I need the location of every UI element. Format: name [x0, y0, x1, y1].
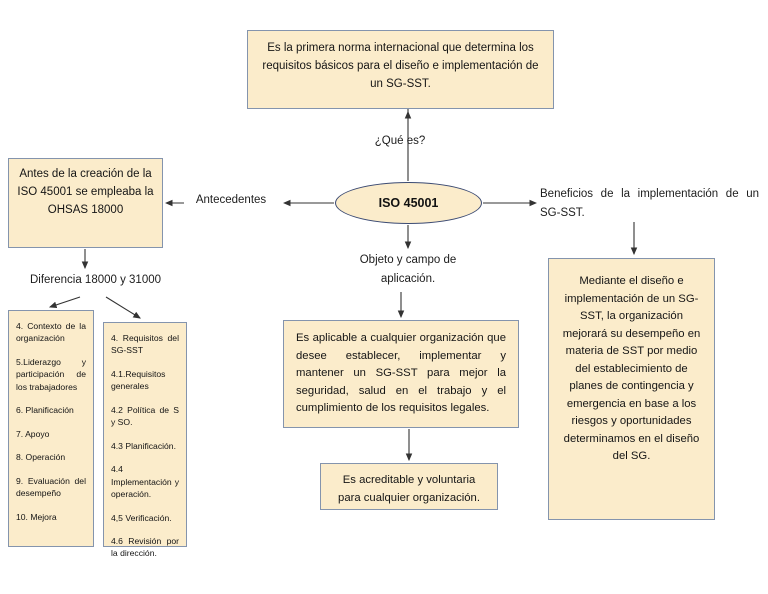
beneficios-detalle-text: Mediante el diseño e implementación de u…	[562, 275, 701, 462]
list-item: 4.1.Requisitos generales	[111, 368, 166, 392]
list-item: 4.3 Planificación.	[111, 440, 176, 451]
aplicacion-box: Es aplicable a cualquier organización qu…	[283, 320, 519, 428]
list-item: 4.4 Implementación y operación.	[111, 464, 179, 500]
list-item: 9. Evaluación del desempeño	[16, 475, 86, 499]
list-item: 4.6 Revisión por la dirección.	[111, 535, 179, 559]
central-node-label: ISO 45001	[378, 196, 439, 210]
edge-label-diferencia: Diferencia 18000 y 31000	[29, 274, 162, 286]
definition-text: Es la primera norma internacional que de…	[262, 42, 539, 90]
edge-label-beneficios: Beneficios de la implementación de un SG…	[540, 188, 759, 219]
edge-diferencia-to-list-left	[48, 296, 81, 309]
list-item: 4.2 Política de S y SO.	[111, 404, 179, 428]
list-item: 4. Contexto de la organización	[16, 321, 86, 344]
list-box-contexto: 4. Contexto de la organización 5.Lideraz…	[8, 310, 94, 547]
list-item: 10. Mejora	[16, 511, 57, 522]
acreditable-box: Es acreditable y voluntaria para cualqui…	[320, 463, 498, 510]
aplicacion-text: Es aplicable a cualquier organización qu…	[296, 332, 506, 414]
list-item: 8. Operación	[16, 452, 66, 463]
list-item: 7. Apoyo	[16, 428, 50, 439]
antecedentes-text: Antes de la creación de la ISO 45001 se …	[17, 168, 154, 216]
edge-label-que-es: ¿Qué es?	[374, 135, 426, 147]
beneficios-detalle-box: Mediante el diseño e implementación de u…	[548, 258, 715, 520]
edge-label-antecedentes: Antecedentes	[195, 194, 267, 206]
acreditable-text: Es acreditable y voluntaria para cualqui…	[338, 474, 480, 504]
edge-label-objeto-y-campo: Objeto y campo de aplicación.	[359, 254, 457, 285]
list-item: 5.Liderazgo y participación de los traba…	[16, 356, 86, 392]
list-item: 6. Planificación	[16, 405, 74, 416]
definition-box: Es la primera norma internacional que de…	[247, 30, 554, 109]
list-box-requisitos: 4. Requisitos del SG-SST 4.1.Requisitos …	[103, 322, 187, 558]
list-item: 4,5 Verificación.	[111, 512, 172, 523]
antecedentes-box: Antes de la creación de la ISO 45001 se …	[8, 158, 163, 248]
central-node-iso-45001[interactable]: ISO 45001	[335, 182, 482, 224]
edge-diferencia-to-list-right	[105, 296, 141, 319]
list-item: 4. Requisitos del SG-SST	[111, 333, 179, 356]
